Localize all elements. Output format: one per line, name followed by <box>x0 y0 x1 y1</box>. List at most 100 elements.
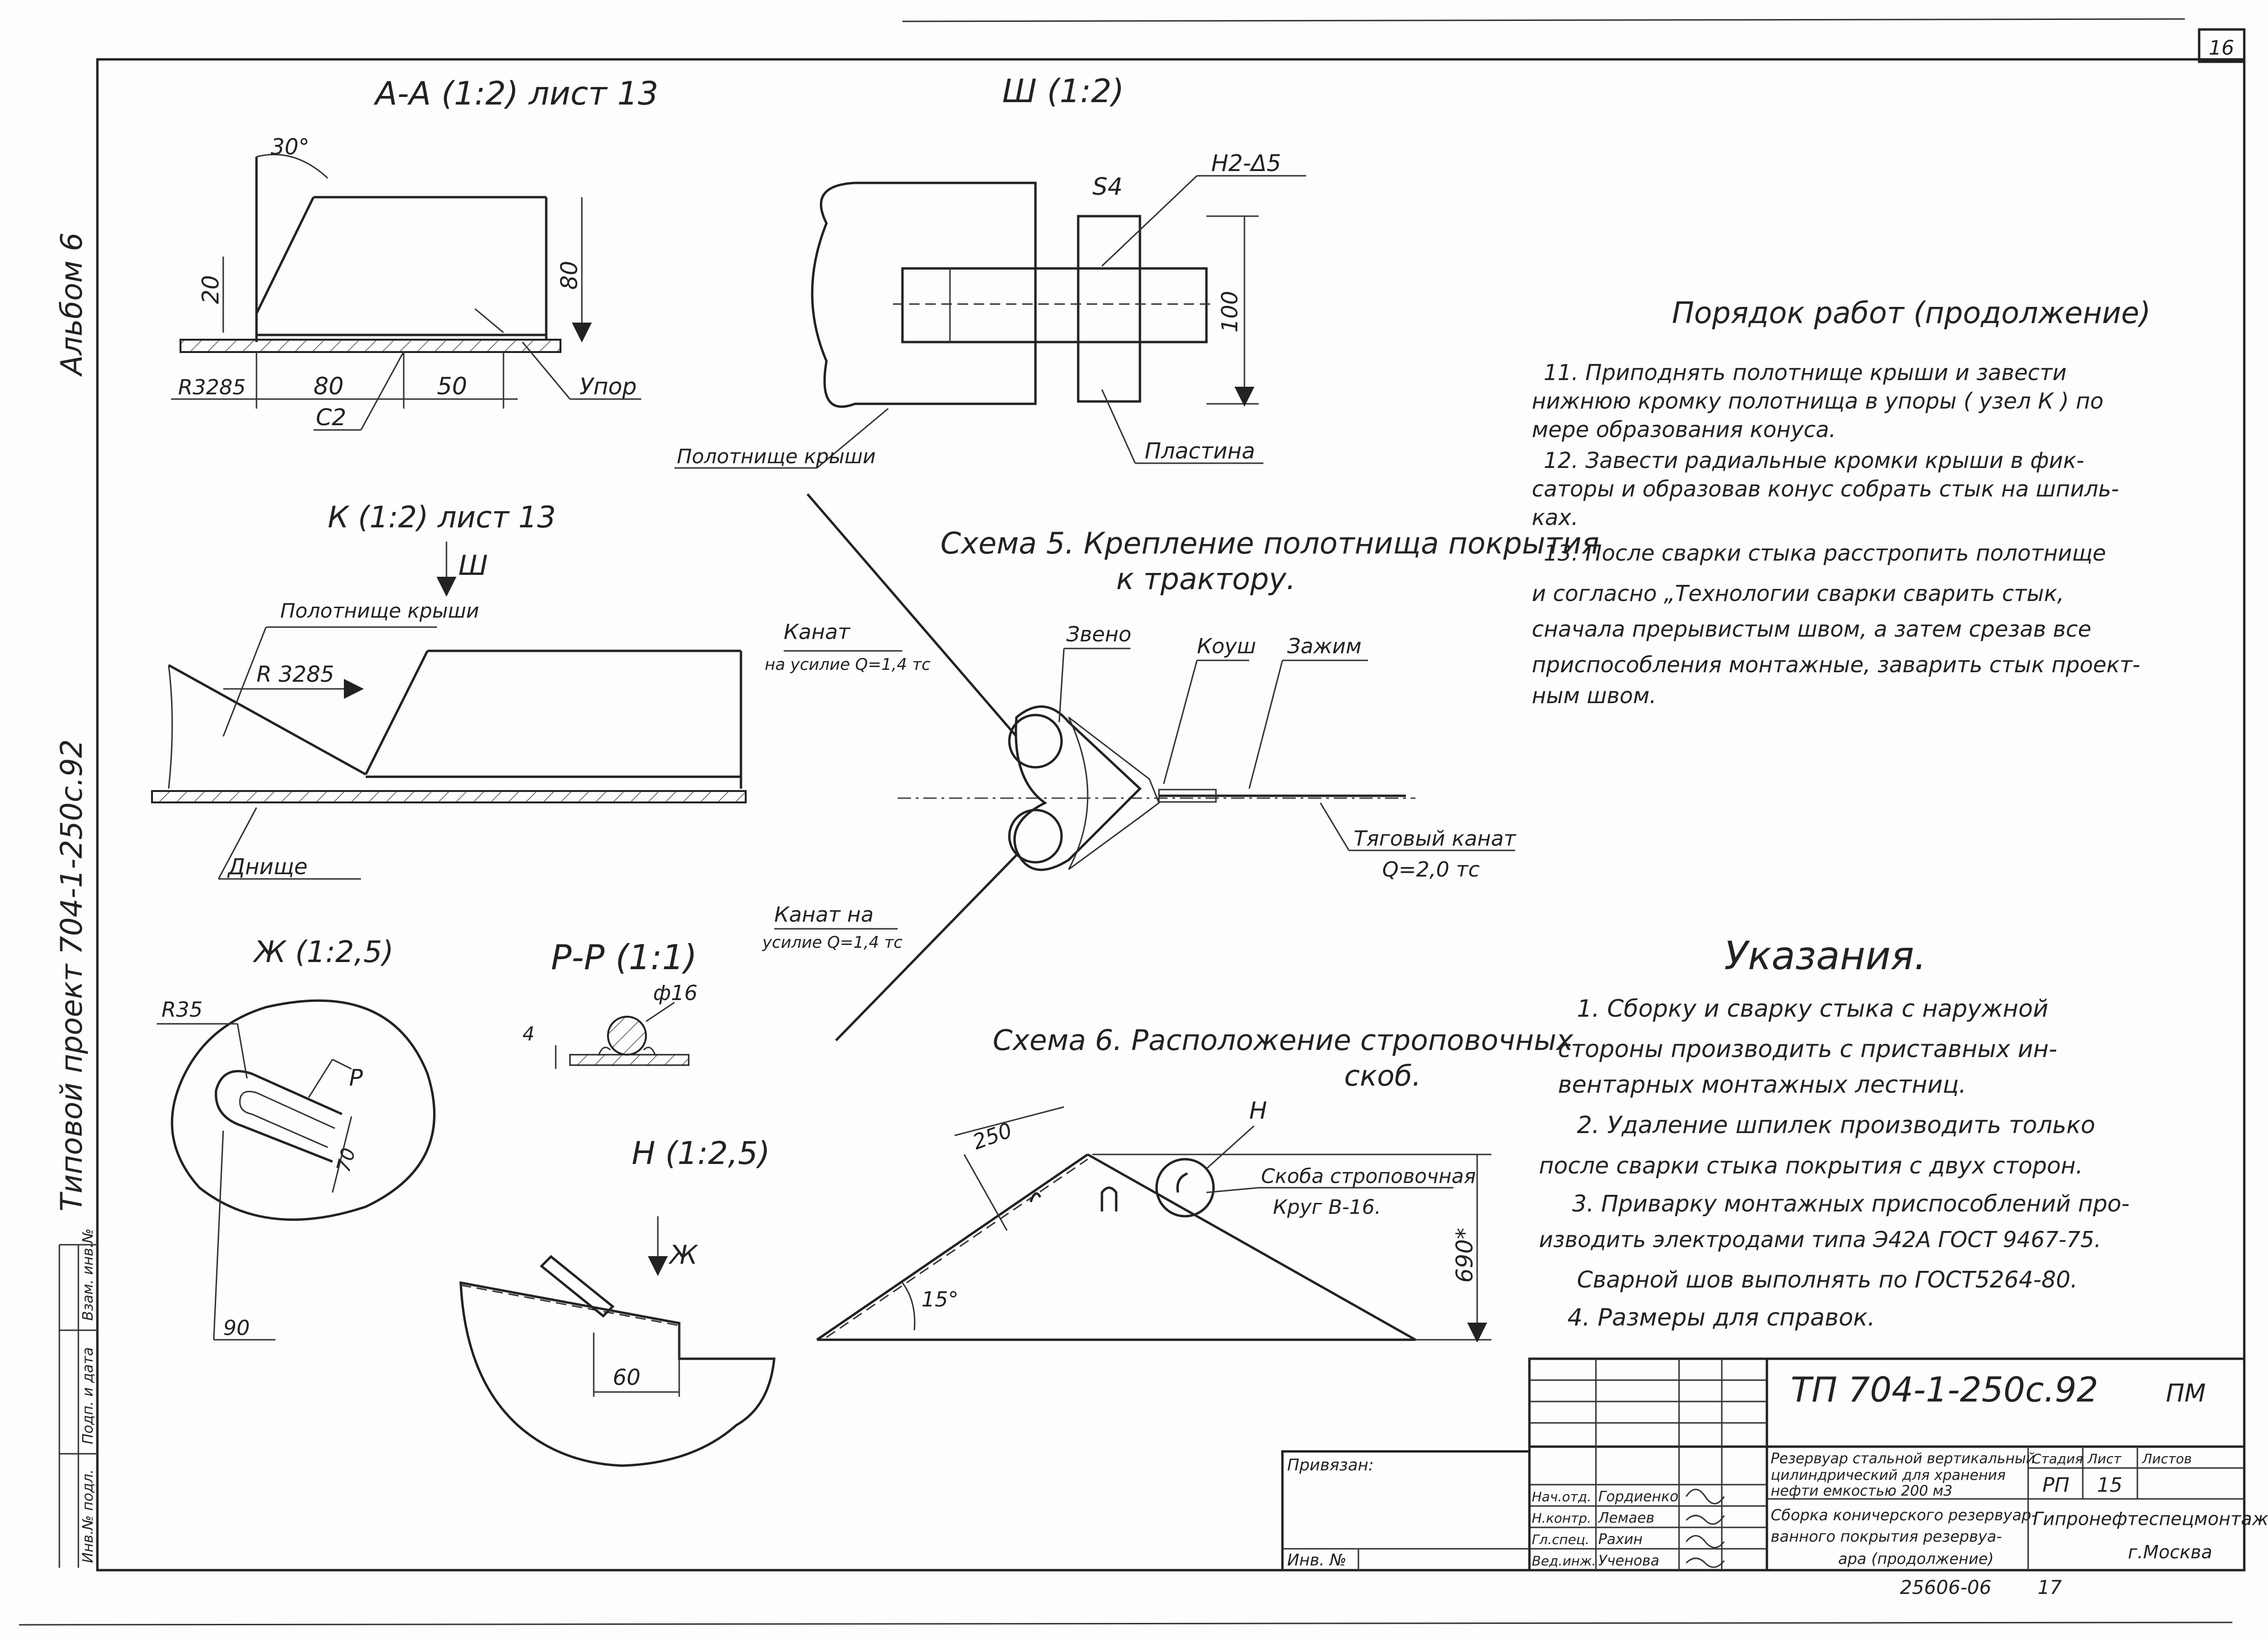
node-zh: Ж (1:2,5) R35 Р 70 90 <box>157 934 436 1341</box>
s6-bracket-center <box>1101 1186 1118 1211</box>
s5-rope1-load: на усилие Q=1,4 тс <box>765 655 930 674</box>
procedure-line-7: 13. После сварки стыка расстропить полот… <box>1544 540 2106 566</box>
procedure-line-9: сначала прерывистым швом, а затем срезав… <box>1532 616 2091 642</box>
sh-bar <box>901 267 1208 343</box>
p-rod <box>607 1016 647 1056</box>
notes-line-2: стороны производить с приставных ин- <box>1558 1035 2057 1063</box>
sh-weld: Н2-Δ5 <box>1211 150 1281 177</box>
tb-signature-3 <box>1685 1535 1725 1548</box>
s6-d250: 250 <box>969 1118 1015 1155</box>
notes-line-8: Сварной шов выполнять по ГОСТ5264-80. <box>1577 1267 2078 1293</box>
album-label: Альбом 6 <box>54 232 89 377</box>
s5-thimble <box>1068 716 1160 870</box>
node-n: Н (1:2,5) Ж 60 <box>459 1135 776 1467</box>
k-r: R 3285 <box>256 661 334 687</box>
procedure-line-1: 11. Приподнять полотнище крыши и завести <box>1544 360 2067 385</box>
aa-c2-leader <box>360 351 405 430</box>
node-k-arrow: Ш <box>458 549 488 582</box>
aa-d80: 80 <box>313 372 344 400</box>
s5-ring-lower <box>1008 809 1063 864</box>
n-roof-line <box>460 1284 680 1326</box>
tb-code: ТП 704-1-250с.92 <box>1791 1370 2098 1410</box>
s6-bracket-left <box>1029 1192 1042 1202</box>
aa-d50: 50 <box>437 372 467 400</box>
aa-h20: 20 <box>198 275 224 304</box>
aa-stop-leader <box>522 342 571 400</box>
scheme-5: Схема 5. Крепление полотнища покрытия к … <box>762 493 1599 1041</box>
p-weld-left <box>598 1047 611 1056</box>
procedure-title: Порядок работ (продолжение) <box>1672 296 2151 330</box>
scheme5-title-1: Схема 5. Крепление полотнища покрытия <box>940 526 1599 561</box>
scheme6-title-1: Схема 6. Расположение строповочных <box>993 1024 1574 1057</box>
tb-mark: ПМ <box>2166 1379 2206 1408</box>
procedure-line-10: приспособления монтажные, заварить стык … <box>1532 652 2140 677</box>
tb-sheet-title-1: Сборка коничерского резервуар- <box>1771 1506 2037 1524</box>
s6-angle: 15° <box>921 1287 958 1312</box>
s6-h: 690* <box>1452 1228 1478 1283</box>
s5-pull-load: Q=2,0 тс <box>1382 858 1480 882</box>
tb-col-stage: Стадия <box>2032 1451 2083 1467</box>
s6-bracket-leader <box>1206 1187 1259 1193</box>
aa-c2: С2 <box>316 404 346 431</box>
s5-clamp <box>1158 789 1217 803</box>
s6-right-slope <box>1087 1153 1416 1341</box>
zh-dim-90 <box>213 1130 224 1340</box>
aa-bevel <box>255 196 315 315</box>
scheme-6: Схема 6. Расположение строповочных скоб.… <box>816 1024 1574 1343</box>
s6-bracket-mat: Круг В-16. <box>1273 1195 1381 1219</box>
zh-d70: 70 <box>332 1146 360 1175</box>
procedure-line-11: ным швом. <box>1532 683 1656 708</box>
tb-signature-2 <box>1685 1515 1725 1525</box>
k-cut <box>364 650 429 775</box>
s6-n: Н <box>1249 1097 1267 1125</box>
sheet-border <box>96 58 2246 1572</box>
zh-r-leader <box>237 1023 248 1079</box>
n-d60: 60 <box>613 1364 641 1390</box>
node-k-title: К (1:2) лист 13 <box>328 500 556 534</box>
tb-role-2: Н.контр. <box>1532 1510 1591 1526</box>
aa-h80: 80 <box>556 261 583 290</box>
sh-plate <box>1077 215 1141 403</box>
s5-clamp-label: Зажим <box>1287 634 1362 658</box>
s5-pull-leader <box>1319 802 1350 851</box>
section-aa-title: А-А (1:2) лист 13 <box>373 75 658 113</box>
node-n-arrow: Ж <box>668 1240 699 1270</box>
s5-pull-label: Тяговый канат <box>1354 827 1517 851</box>
s6-dim-250-line <box>954 1106 1064 1136</box>
tb-sheet: 15 <box>2097 1473 2122 1497</box>
notes-line-3: вентарных монтажных лестниц. <box>1558 1071 1966 1098</box>
section-p: Р-Р (1:1) ф16 4 <box>522 937 698 1069</box>
zh-p-tick <box>332 1058 352 1070</box>
tb-role-1: Нач.отд. <box>1532 1489 1591 1505</box>
n-bracket <box>540 1255 615 1318</box>
aa-angle-arc <box>256 153 329 179</box>
tb-desc-2: цилиндрический для хранения <box>1771 1467 2006 1484</box>
tb-inv: Инв. № <box>1287 1551 1347 1570</box>
sh-plate-leader <box>1101 389 1136 464</box>
tb-stage: РП <box>2042 1473 2069 1497</box>
notes-line-5: после сварки стыка покрытия с двух сторо… <box>1539 1153 2083 1179</box>
tb-name-4: Ученова <box>1598 1553 1660 1569</box>
footer-number: 25606-06 <box>1900 1577 1992 1599</box>
zh-p: Р <box>349 1065 363 1091</box>
top-edge-line <box>902 18 2185 22</box>
k-bottom-label: Днище <box>227 854 308 879</box>
tb-binding-box <box>1281 1450 1531 1572</box>
sh-s4: S4 <box>1092 173 1123 200</box>
k-sheet-label: Полотнище крыши <box>280 599 479 622</box>
s5-link <box>1013 705 1142 871</box>
notes-title: Указания. <box>1724 934 1926 979</box>
view-sh: Ш (1:2) 100 S4 Н2-Δ5 Пластина Полотнище … <box>674 73 1306 469</box>
tb-desc-3: нефти емкостью 200 м3 <box>1771 1483 1953 1499</box>
k-bottom-plate <box>151 790 747 803</box>
section-p-title: Р-Р (1:1) <box>551 937 697 977</box>
sh-roof-sheet <box>811 181 1037 408</box>
tb-sheet-title-3: ара (продолжение) <box>1838 1550 1994 1568</box>
s5-link-leader <box>1058 648 1065 723</box>
k-break <box>168 665 173 789</box>
s5-link-label: Звено <box>1066 622 1131 647</box>
node-zh-title: Ж (1:2,5) <box>252 934 394 969</box>
notes-line-6: 3. Приварку монтажных приспособлений про… <box>1572 1191 2130 1217</box>
procedure-line-3: мере образования конуса. <box>1532 417 1836 442</box>
